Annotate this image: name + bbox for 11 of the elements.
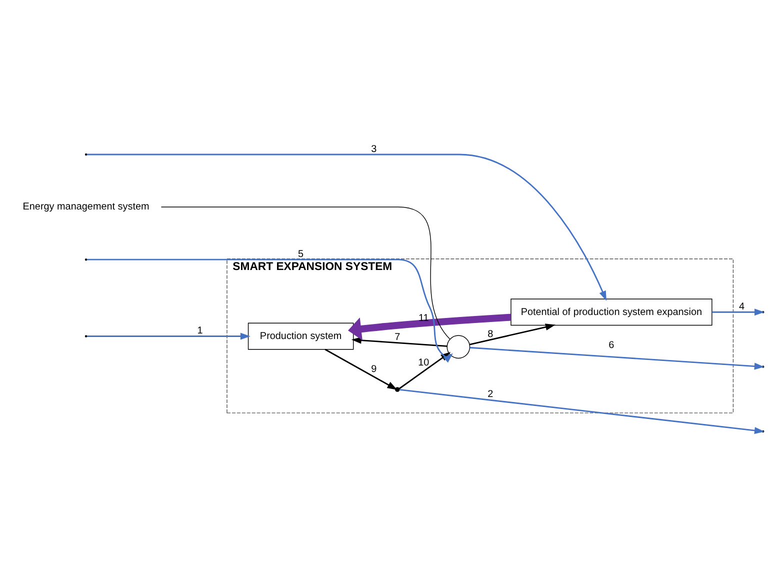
edge-label: 2 (488, 388, 494, 400)
edge-label: 5 (298, 248, 304, 260)
edge-label: 8 (488, 329, 494, 340)
edge-label: 10 (418, 358, 430, 369)
edge-label: 4 (738, 301, 745, 312)
edge-label: 3 (371, 144, 377, 155)
node-text: Energy management system (22, 202, 150, 213)
edge-label: 1 (197, 326, 203, 337)
edge-label: 9 (371, 364, 377, 375)
edge-label: 7 (394, 332, 400, 343)
edge-label: 6 (608, 340, 614, 351)
